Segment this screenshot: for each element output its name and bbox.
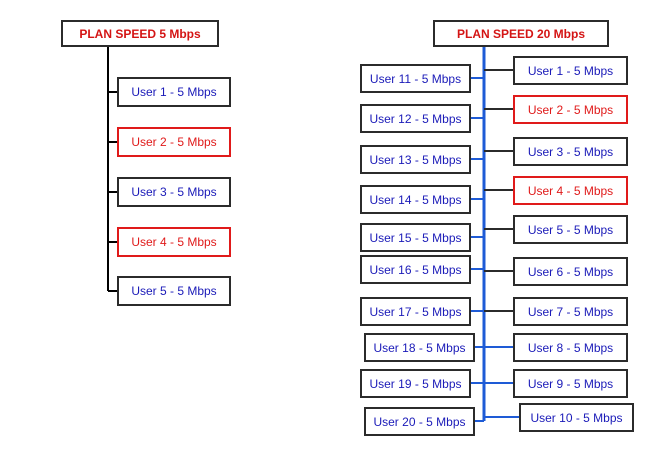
left-user-4-node: User 4 - 5 Mbps [117, 227, 231, 257]
right-user-7-node: User 7 - 5 Mbps [513, 297, 628, 326]
right-user-4-node: User 4 - 5 Mbps [513, 176, 628, 205]
right-tree-left-branches [470, 77, 484, 422]
right-user-12-node: User 12 - 5 Mbps [360, 104, 471, 133]
right-user-5-node: User 5 - 5 Mbps [513, 215, 628, 244]
right-user-13-node: User 13 - 5 Mbps [360, 145, 471, 174]
left-user-5-node: User 5 - 5 Mbps [117, 276, 231, 306]
right-user-14-node: User 14 - 5 Mbps [360, 185, 471, 214]
right-user-10-node: User 10 - 5 Mbps [519, 403, 634, 432]
plan-speed-5-title: PLAN SPEED 5 Mbps [61, 20, 219, 47]
right-user-11-node: User 11 - 5 Mbps [360, 64, 471, 93]
right-user-18-node: User 18 - 5 Mbps [364, 333, 475, 362]
right-user-6-node: User 6 - 5 Mbps [513, 257, 628, 286]
left-user-3-node: User 3 - 5 Mbps [117, 177, 231, 207]
right-user-3-node: User 3 - 5 Mbps [513, 137, 628, 166]
right-user-2-node: User 2 - 5 Mbps [513, 95, 628, 124]
right-user-17-node: User 17 - 5 Mbps [360, 297, 471, 326]
left-tree-connectors [107, 46, 118, 292]
right-user-1-node: User 1 - 5 Mbps [513, 56, 628, 85]
right-user-19-node: User 19 - 5 Mbps [360, 369, 471, 398]
right-user-20-node: User 20 - 5 Mbps [364, 407, 475, 436]
plan-speed-20-title: PLAN SPEED 20 Mbps [433, 20, 609, 47]
right-user-16-node: User 16 - 5 Mbps [360, 255, 471, 284]
left-user-2-node: User 2 - 5 Mbps [117, 127, 231, 157]
right-user-9-node: User 9 - 5 Mbps [513, 369, 628, 398]
right-tree-right-branches [484, 69, 520, 418]
right-user-8-node: User 8 - 5 Mbps [513, 333, 628, 362]
left-user-1-node: User 1 - 5 Mbps [117, 77, 231, 107]
right-user-15-node: User 15 - 5 Mbps [360, 223, 471, 252]
